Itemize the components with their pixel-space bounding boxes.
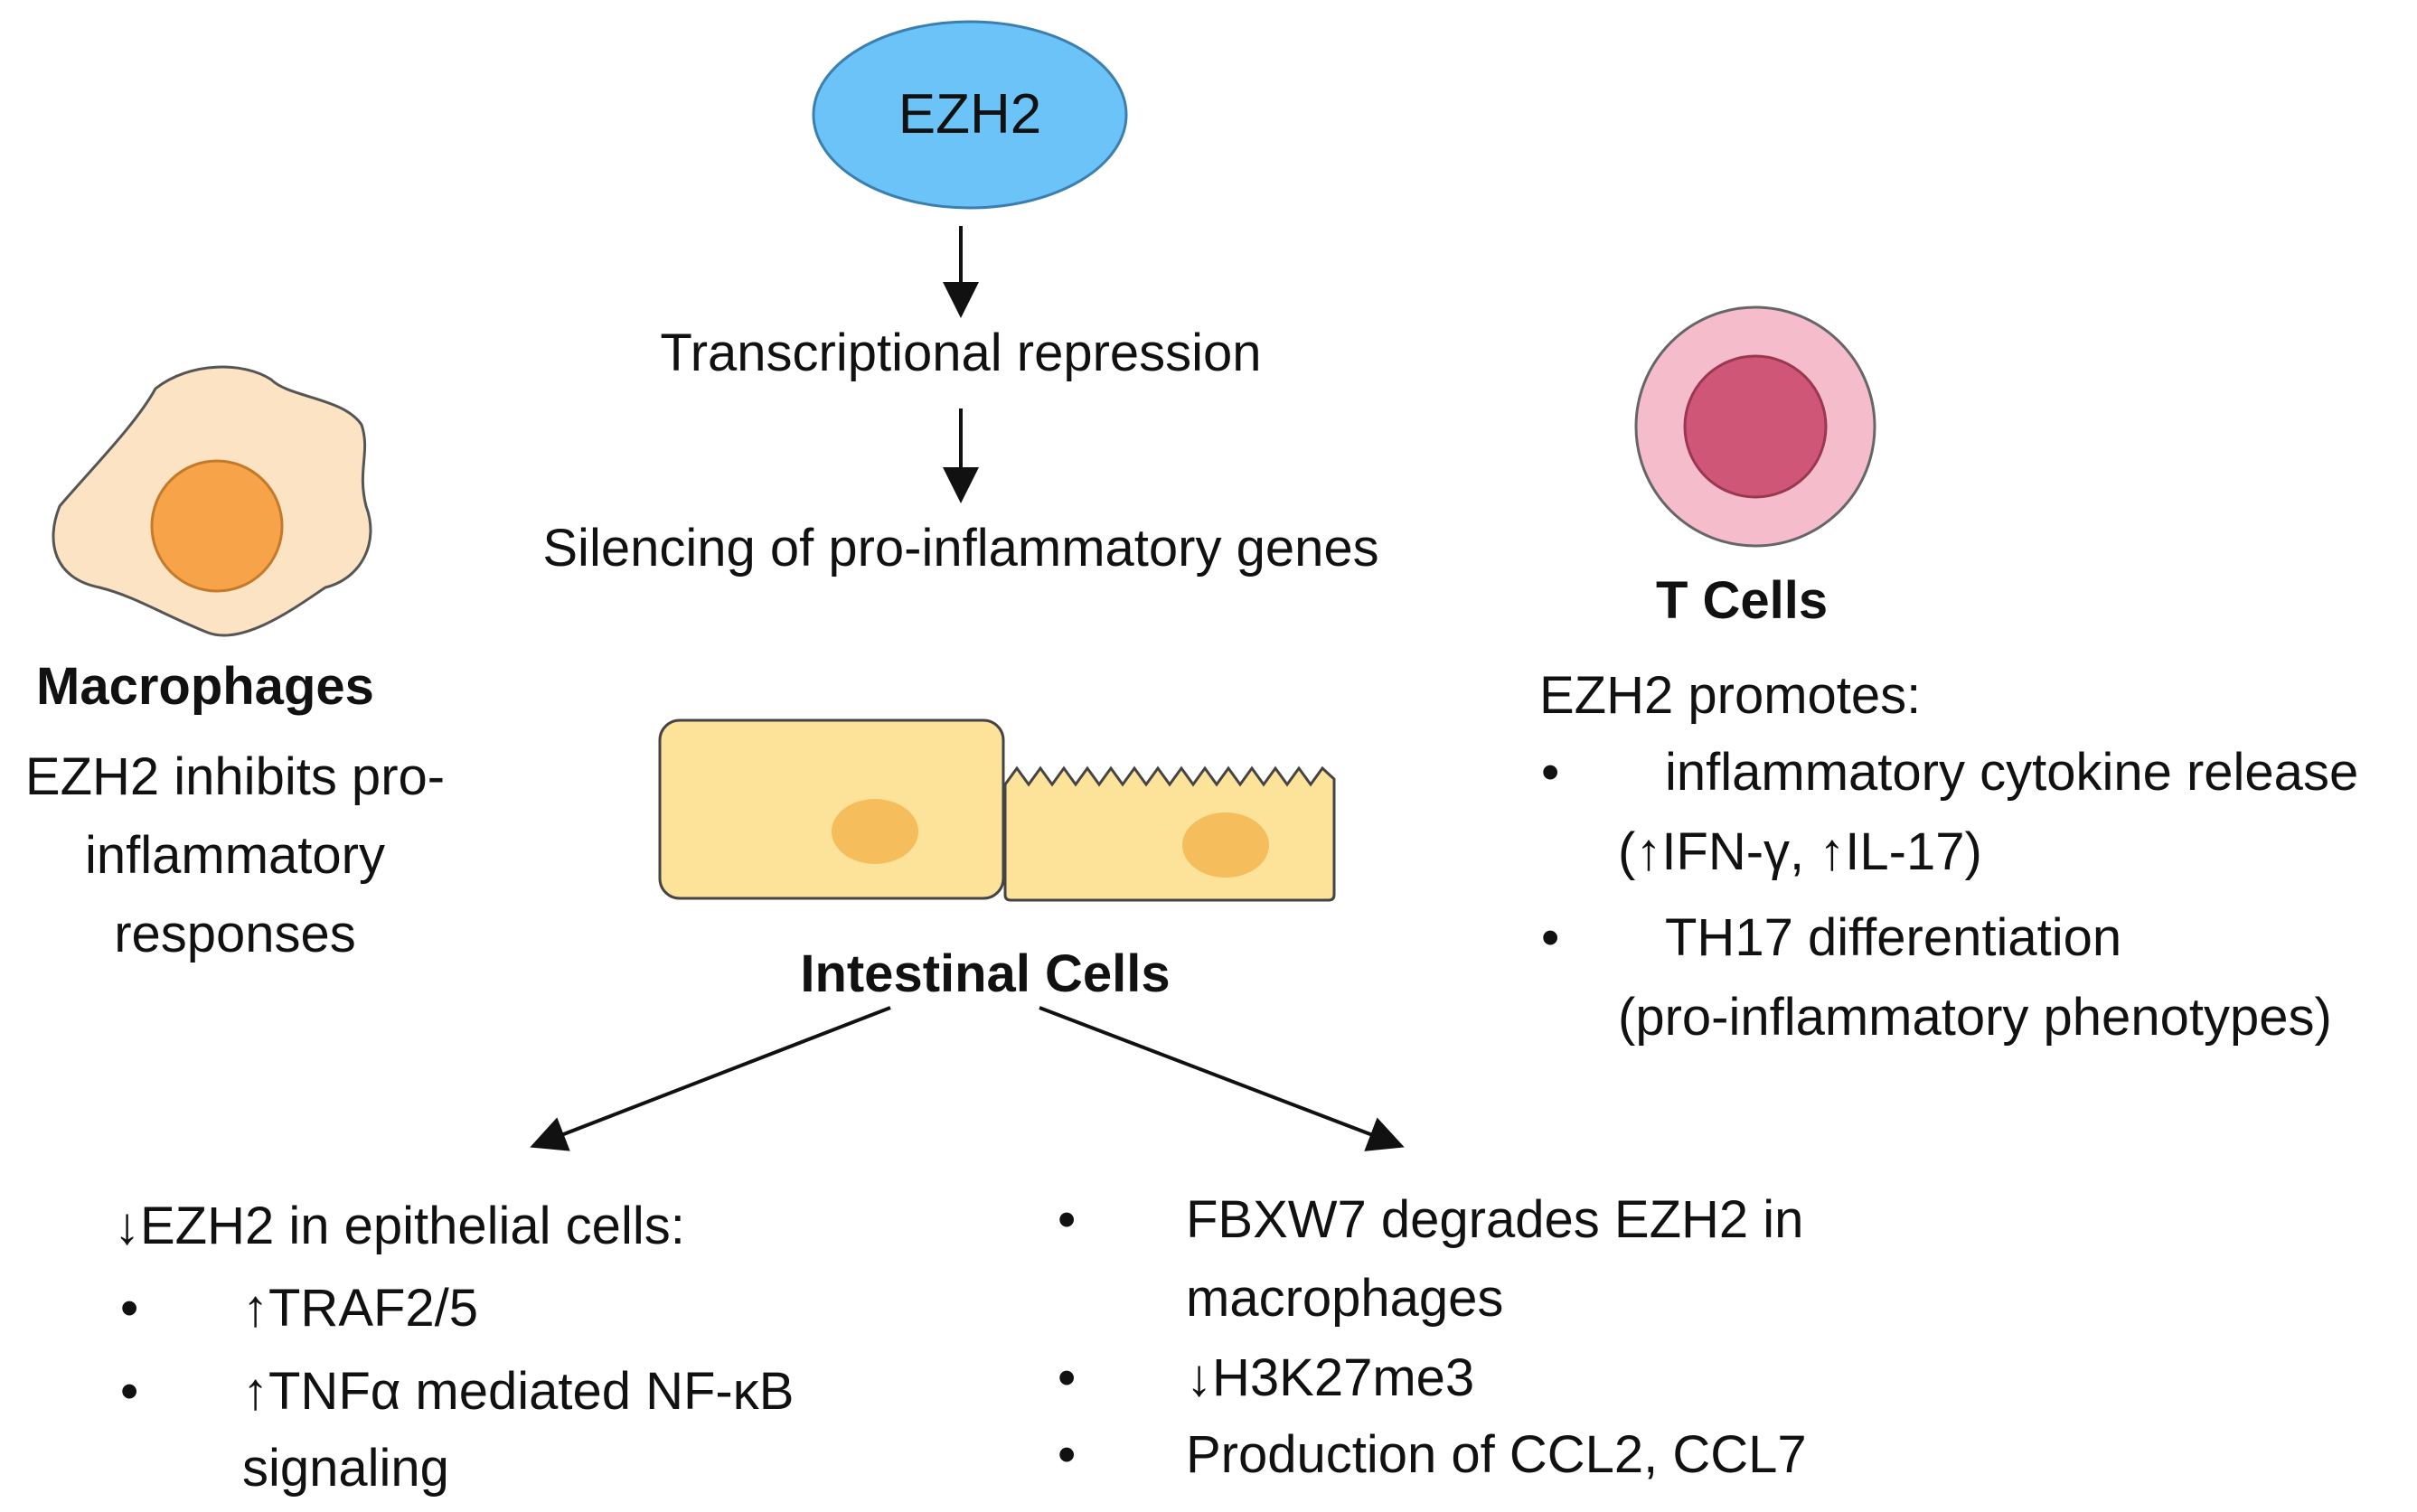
arrow-intestinal-to-right	[1039, 1006, 1405, 1151]
tcells-item-1-line-1: inflammatory cytokine release	[1665, 743, 2359, 802]
epithelial-bullet-1: •	[120, 1279, 139, 1338]
tcells-title: T Cells	[1656, 571, 1829, 630]
epithelial-item-2-line-1: ↑TNFα mediated NF-κB	[242, 1362, 795, 1421]
intestinal-right-bullet-3: •	[1058, 1425, 1077, 1484]
step-silencing-genes: Silencing of pro-inflammatory genes	[542, 519, 1379, 578]
tcells-intro: EZH2 promotes:	[1539, 666, 1922, 725]
t-cell-icon	[1634, 305, 1876, 548]
macrophages-line-3: responses	[114, 905, 356, 963]
macrophages-title: Macrophages	[36, 657, 374, 716]
intestinal-right-item-2-line-1: ↓H3K27me3	[1186, 1348, 1475, 1407]
intestinal-cells-icon	[658, 718, 1336, 902]
intestinal-right-item-3-line-1: Production of CCL2, CCL7	[1186, 1425, 1807, 1484]
tcells-bullet-2: •	[1541, 908, 1560, 967]
macrophages-line-1: EZH2 inhibits pro-	[24, 747, 446, 806]
arrow-intestinal-to-left	[530, 1006, 891, 1151]
epithelial-item-1-line-1: ↑TRAF2/5	[242, 1279, 479, 1338]
epithelial-bullet-2: •	[120, 1362, 139, 1421]
intestinal-right-bullet-1: •	[1058, 1190, 1077, 1249]
intestinal-right-bullet-2: •	[1058, 1348, 1077, 1407]
tcells-bullet-1: •	[1541, 743, 1560, 802]
epithelial-intro: ↓EZH2 in epithelial cells:	[114, 1197, 685, 1255]
step-transcriptional-repression: Transcriptional repression	[660, 324, 1262, 382]
macrophage-cell-icon	[52, 365, 372, 637]
intestinal-right-item-1-line-1: FBXW7 degrades EZH2 in	[1186, 1190, 1804, 1249]
tcells-item-2-line-1: TH17 differentiation	[1665, 908, 2122, 967]
ezh2-label: EZH2	[898, 83, 1042, 146]
tcells-item-2-line-2: (pro-inflammatory phenotypes)	[1618, 988, 2332, 1047]
macrophages-line-2: inflammatory	[85, 826, 385, 885]
ezh2-node	[812, 20, 1128, 210]
intestinal-right-item-1-line-2: macrophages	[1186, 1269, 1504, 1328]
tcells-item-1-line-2: (↑IFN-γ, ↑IL-17)	[1618, 822, 1982, 881]
intestinal-title: Intestinal Cells	[800, 944, 1171, 1003]
epithelial-item-2-line-2: signaling	[242, 1439, 449, 1498]
